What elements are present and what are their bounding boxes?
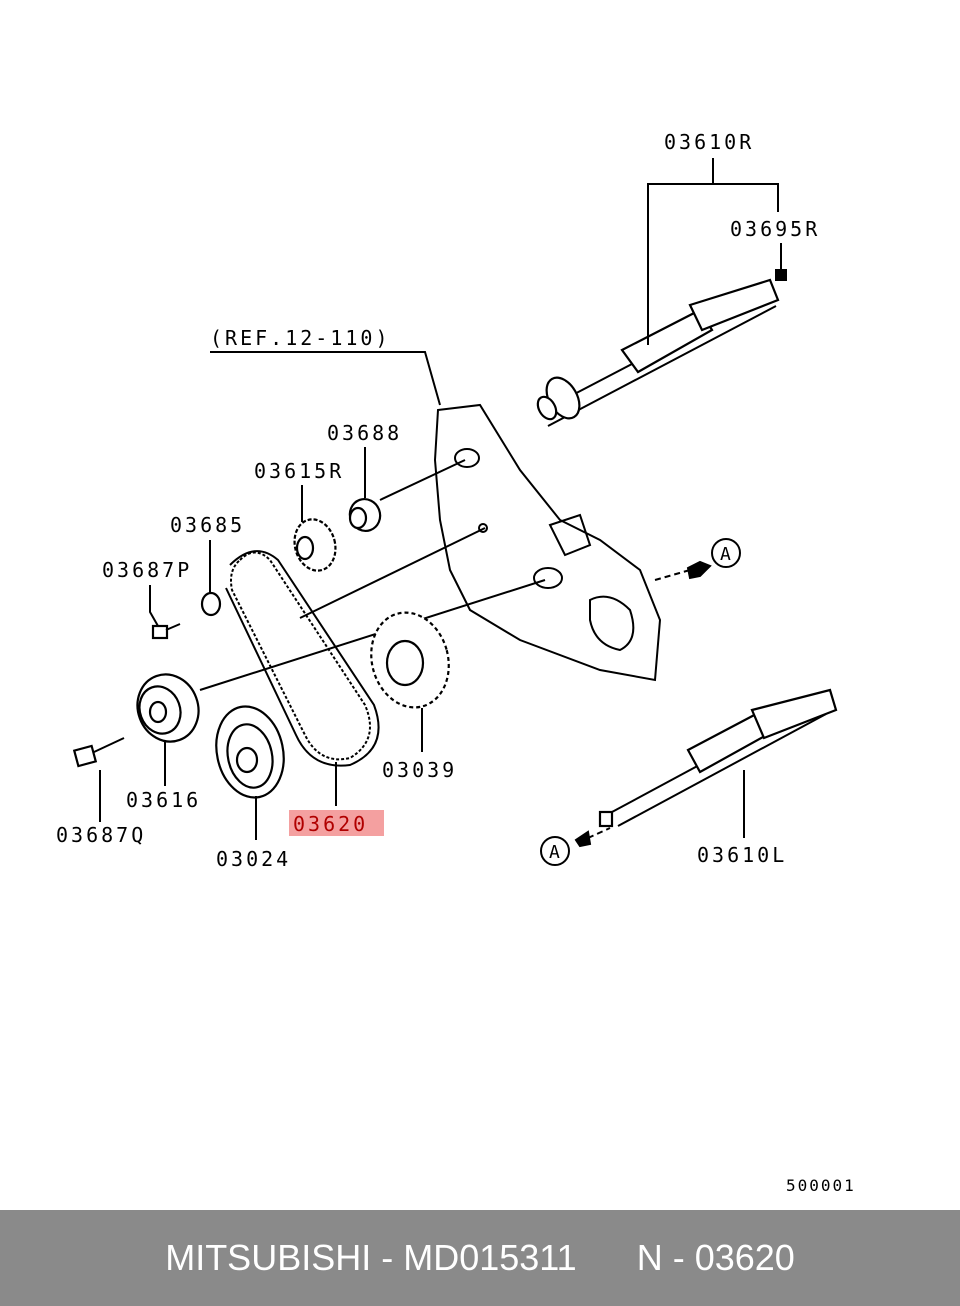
assembly-line-1 <box>199 579 546 691</box>
assembly-line-2 <box>299 527 486 619</box>
reference-label: (REF.12-110) <box>210 326 391 350</box>
assembly-line-3 <box>379 459 466 501</box>
part-info-footer: MITSUBISHI - MD015311 N - 03620 <box>0 1210 960 1306</box>
sprocket-03039 <box>370 611 450 709</box>
label-03610L: 03610L <box>697 843 787 867</box>
ref-number: 03620 <box>694 1237 795 1278</box>
footer-spacer <box>577 1237 637 1279</box>
label-03616: 03616 <box>126 788 201 812</box>
leader-03687P <box>149 585 159 627</box>
part-number: MD015311 <box>403 1237 577 1278</box>
washer-03685 <box>200 591 222 617</box>
ref-separator: - <box>662 1237 695 1278</box>
reference-leader <box>210 351 441 406</box>
oil-pump-case <box>433 403 662 682</box>
sprocket-03615R <box>293 518 337 572</box>
timing-belt-03620 <box>225 550 380 767</box>
label-03610R: 03610R <box>664 130 754 154</box>
label-03620: 03620 <box>293 812 368 836</box>
arrow-left-icon <box>574 830 592 848</box>
balance-shaft-right <box>536 269 787 427</box>
label-03687Q: 03687Q <box>56 823 146 847</box>
spacer-03688 <box>348 498 382 532</box>
ref-prefix: N <box>636 1237 663 1278</box>
marker-a-left <box>540 836 570 866</box>
label-03024: 03024 <box>216 847 291 871</box>
label-03687P: 03687P <box>102 558 192 582</box>
highlight-box <box>289 810 384 836</box>
tensioner-03616 <box>136 673 200 743</box>
bolt-03687Q <box>72 737 125 768</box>
marker-a-right-label: A <box>720 544 731 565</box>
footer-separator: - <box>371 1237 404 1278</box>
marker-a-right <box>711 538 741 568</box>
label-03695R: 03695R <box>730 217 820 241</box>
arrow-right-icon <box>686 560 712 580</box>
label-03615R: 03615R <box>254 459 344 483</box>
brand-name: MITSUBISHI <box>165 1237 372 1278</box>
balance-shaft-left <box>598 688 838 828</box>
label-03039: 03039 <box>382 758 457 782</box>
drawing-code: 500001 <box>786 1176 856 1195</box>
label-03688: 03688 <box>327 421 402 445</box>
marker-a-left-label: A <box>549 842 560 863</box>
sprocket-03024 <box>215 705 285 799</box>
bolt-03687P <box>151 623 181 640</box>
dowel-pin <box>478 523 488 533</box>
parts-diagram: 03610R 03695R (REF.12-110) 03688 03615R … <box>56 130 856 1195</box>
label-03685: 03685 <box>170 513 245 537</box>
